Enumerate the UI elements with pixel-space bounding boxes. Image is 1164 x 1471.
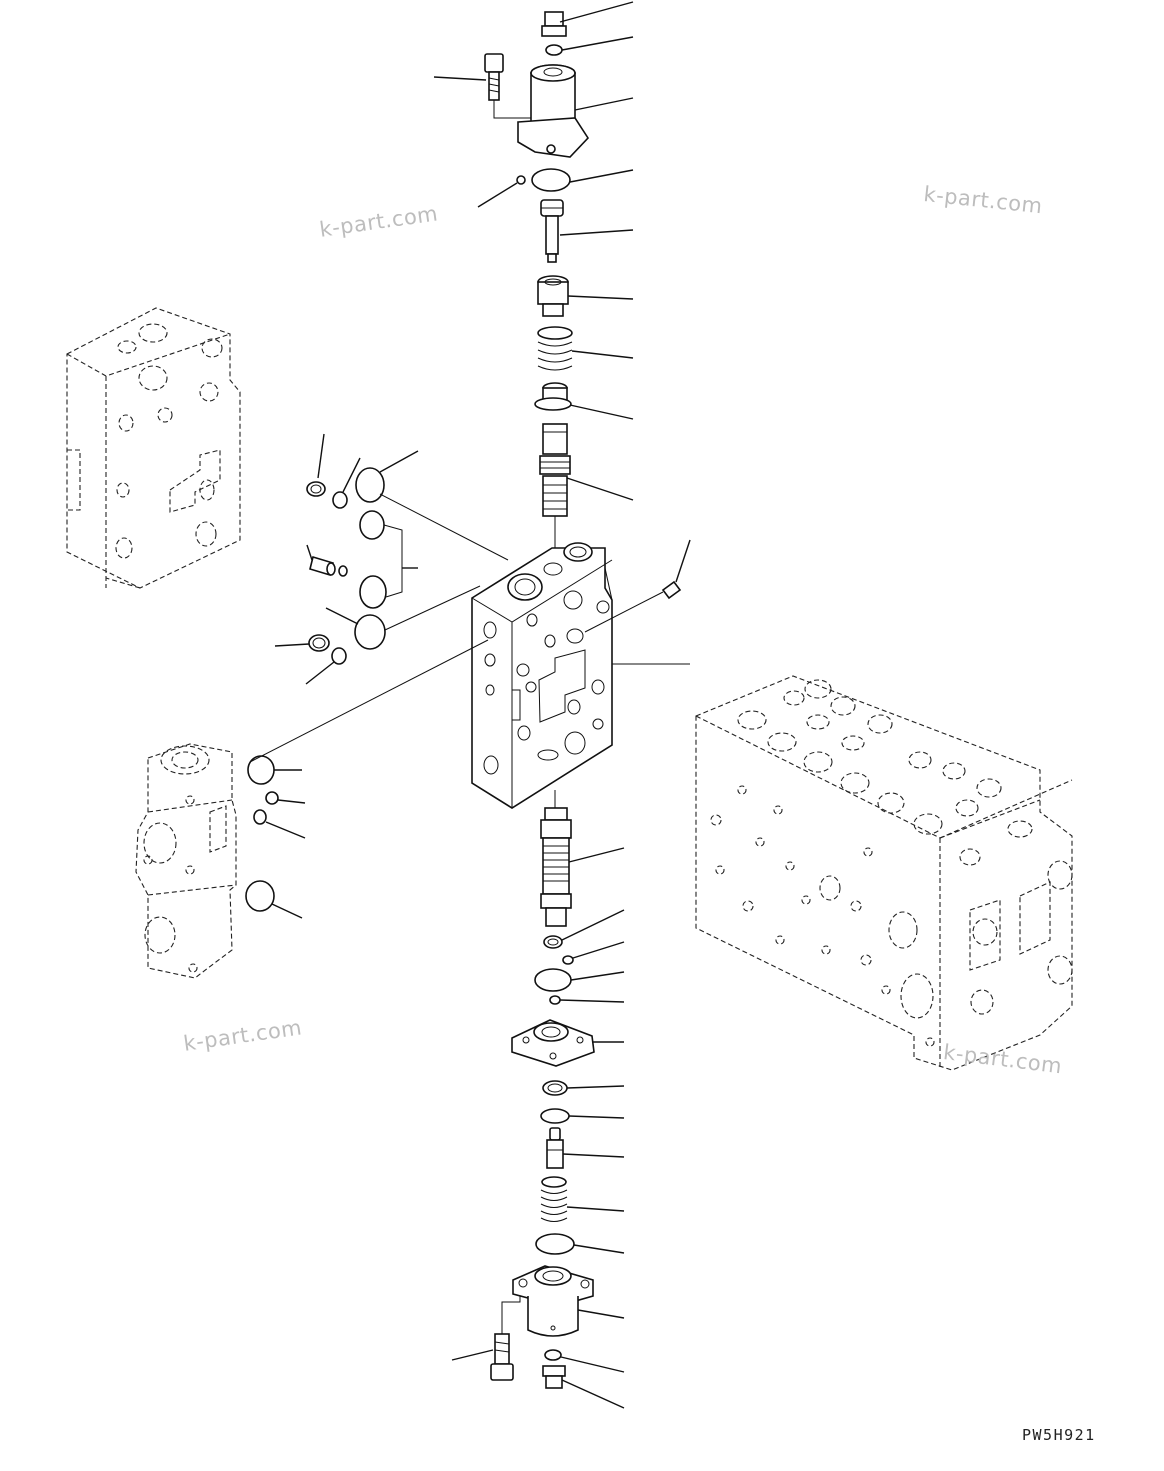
ref-block-right — [695, 675, 1073, 1071]
drawing-code: PW5H921 — [1022, 1426, 1096, 1444]
piston-lower — [546, 1127, 625, 1169]
o-ring-large-top — [531, 168, 634, 192]
pin-left — [306, 544, 348, 577]
flange-lower — [511, 1019, 624, 1067]
nipple-bottom — [542, 1365, 625, 1409]
lower-rings — [534, 909, 625, 1005]
spring-top — [537, 326, 634, 371]
ref-block-upper-left — [66, 307, 241, 589]
spring-lower — [540, 1176, 625, 1222]
left-upper-seals — [306, 433, 509, 650]
piston-top — [540, 199, 634, 263]
o-ring-lower — [540, 1108, 625, 1124]
main-valve-block — [471, 542, 690, 809]
retainer-top — [537, 275, 634, 317]
ref-body-left — [135, 743, 237, 979]
spring-seat — [534, 382, 634, 420]
bolt-top-left — [433, 53, 541, 128]
cap-lower — [512, 1265, 625, 1337]
o-ring-top-small — [545, 36, 634, 56]
seal-lower — [542, 1080, 625, 1096]
plug-right-small — [584, 539, 691, 633]
nipple-top — [541, 1, 634, 37]
left-lower-seals — [274, 634, 347, 685]
o-ring-bottom-small — [544, 1349, 625, 1373]
ball-small — [477, 175, 526, 208]
left-mid-seals — [245, 639, 489, 919]
spool-top — [539, 423, 634, 548]
bolt-lower-left — [451, 1296, 521, 1381]
spool-lower — [540, 790, 625, 927]
solenoid-cap-top — [517, 64, 634, 158]
o-ring-large-lower — [535, 1233, 625, 1255]
